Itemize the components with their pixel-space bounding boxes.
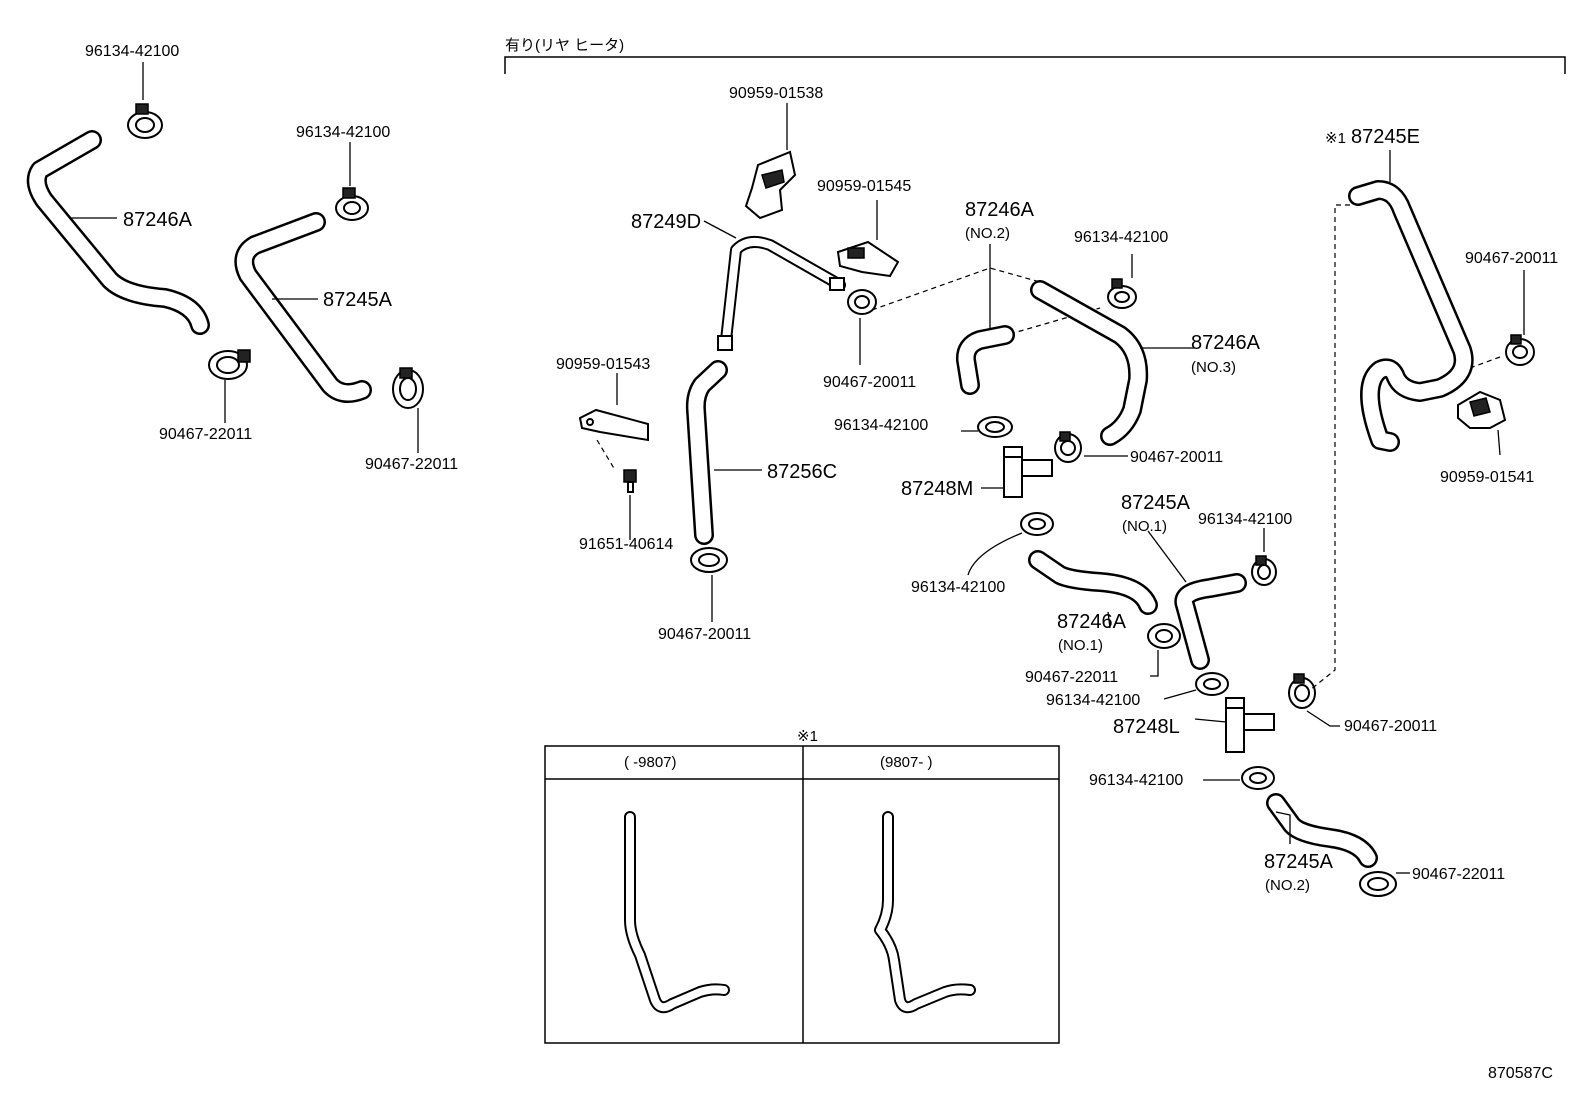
label-90467-20011-d: 90467-20011 xyxy=(1344,718,1437,735)
hose-clamp-90467-20011-a[interactable] xyxy=(847,289,877,315)
connector-87248M[interactable] xyxy=(1003,446,1053,498)
connector-87248L[interactable] xyxy=(1225,697,1275,753)
label-96134-42100-c5: 96134-42100 xyxy=(1046,692,1140,709)
label-90467-22011-left-a: 90467-22011 xyxy=(159,426,252,443)
label-87249D: 87249D xyxy=(631,211,701,233)
label-87245E: 87245E xyxy=(1351,126,1420,148)
dashed-link-b xyxy=(1009,307,1101,335)
hose-clamp-90467-22011-left-b[interactable] xyxy=(392,367,424,409)
label-90467-20011-e: 90467-20011 xyxy=(1465,250,1558,267)
hose-clamp-96134-c6[interactable] xyxy=(1241,766,1275,790)
hose-clamp-96134-c4[interactable] xyxy=(1251,555,1277,586)
label-90959-01541: 90959-01541 xyxy=(1440,469,1534,486)
label-91651-40614: 91651-40614 xyxy=(579,536,673,553)
inset-col-left: ( -9807) xyxy=(624,754,677,771)
label-87246A-no3: 87246A xyxy=(1191,332,1261,354)
label-87246A-no2: 87246A xyxy=(965,199,1035,221)
hose-clamp-90467-20011-d[interactable] xyxy=(1288,673,1316,709)
dashed-link-d xyxy=(1469,356,1501,369)
hose-clamp-90467-22011-left-a[interactable] xyxy=(208,349,251,380)
label-87246A-no1-sub: (NO.1) xyxy=(1058,637,1103,654)
label-90959-01545: 90959-01545 xyxy=(817,178,911,195)
figure-id: 870587C xyxy=(1488,1065,1553,1082)
inset-col-right: (9807- ) xyxy=(880,754,933,771)
dashed-link-a xyxy=(871,267,1041,311)
hose-clamp-90467-22011-d[interactable] xyxy=(1359,871,1397,897)
hose-87256C[interactable] xyxy=(685,360,728,545)
label-90467-22011-left-b: 90467-22011 xyxy=(365,456,458,473)
hose-87246A-no1[interactable] xyxy=(1028,550,1158,615)
label-90959-01538: 90959-01538 xyxy=(729,85,823,102)
clip-90959-01545[interactable] xyxy=(836,240,900,278)
header-note: 有り(リヤ ヒータ) xyxy=(505,37,624,54)
bolt-91651-40614[interactable] xyxy=(623,469,637,493)
inset-marker: ※1 xyxy=(797,728,818,745)
hose-87246A-no3[interactable] xyxy=(1030,280,1149,446)
hose-87245E[interactable] xyxy=(1348,180,1474,452)
label-87248M: 87248M xyxy=(901,478,973,500)
inset-hose-post-9807 xyxy=(874,811,976,1014)
label-90467-20011-c: 90467-20011 xyxy=(1130,449,1223,466)
label-90467-20011-b: 90467-20011 xyxy=(658,626,751,643)
label-90467-22011-c: 90467-22011 xyxy=(1025,669,1118,686)
inset-frame xyxy=(544,745,1060,1044)
bracket-90959-01538[interactable] xyxy=(744,150,797,220)
hose-clamp-96134-c5[interactable] xyxy=(1195,672,1229,696)
label-87245A-no1: 87245A xyxy=(1121,492,1191,514)
hose-87246A-left[interactable] xyxy=(26,130,210,335)
label-96134-42100-c4: 96134-42100 xyxy=(1198,511,1292,528)
hose-clamp-96134-left-2[interactable] xyxy=(335,187,369,221)
dashed-link-c xyxy=(1309,204,1350,691)
inset-hose-pre-9807 xyxy=(624,811,730,1014)
label-96134-42100-tl: 96134-42100 xyxy=(85,43,179,60)
label-90467-20011-a: 90467-20011 xyxy=(823,374,916,391)
label-90959-01543: 90959-01543 xyxy=(556,356,650,373)
label-87246A-no3-sub: (NO.3) xyxy=(1191,359,1236,376)
hose-clamp-90467-22011-c[interactable] xyxy=(1147,623,1181,649)
label-87245E-mark: ※1 xyxy=(1325,130,1346,147)
hose-87246A-no2[interactable] xyxy=(955,325,1015,395)
label-87245A-no2: 87245A xyxy=(1264,851,1334,873)
label-96134-42100-left2: 96134-42100 xyxy=(296,124,390,141)
hose-clamp-90467-20011-c[interactable] xyxy=(1054,431,1082,463)
label-96134-42100-c2: 96134-42100 xyxy=(1074,229,1168,246)
hose-clamp-96134-c3[interactable] xyxy=(1020,512,1054,536)
label-96134-42100-c6: 96134-42100 xyxy=(1089,772,1183,789)
bracket-90959-01543[interactable] xyxy=(578,408,649,442)
label-87246A-left: 87246A xyxy=(123,209,193,231)
label-87248L: 87248L xyxy=(1113,716,1180,738)
hose-clamp-96134-c2[interactable] xyxy=(1107,278,1137,309)
label-87246A-no1: 87246A xyxy=(1057,611,1127,633)
label-87245A-no2-sub: (NO.2) xyxy=(1265,877,1310,894)
hose-87245A-no2[interactable] xyxy=(1266,793,1378,868)
label-87245A-left: 87245A xyxy=(323,289,393,311)
hose-clamp-90467-20011-e[interactable] xyxy=(1505,334,1535,366)
label-87245A-no1-sub: (NO.1) xyxy=(1122,518,1167,535)
label-87256C: 87256C xyxy=(767,461,837,483)
header-bracket xyxy=(504,56,1566,74)
hose-87245A-left[interactable] xyxy=(234,212,372,404)
label-96134-42100-c1: 96134-42100 xyxy=(834,417,928,434)
hose-87249D[interactable] xyxy=(717,235,846,351)
label-96134-42100-c3: 96134-42100 xyxy=(911,579,1005,596)
hose-clamp-96134-c1[interactable] xyxy=(977,416,1013,438)
clip-90959-01541[interactable] xyxy=(1457,390,1507,429)
label-90467-22011-d: 90467-22011 xyxy=(1412,866,1505,883)
hose-clamp-96134-top-left[interactable] xyxy=(127,103,163,139)
label-87246A-no2-sub: (NO.2) xyxy=(965,225,1010,242)
hose-clamp-90467-20011-b[interactable] xyxy=(690,547,728,573)
hose-87245A-no1[interactable] xyxy=(1174,573,1247,670)
